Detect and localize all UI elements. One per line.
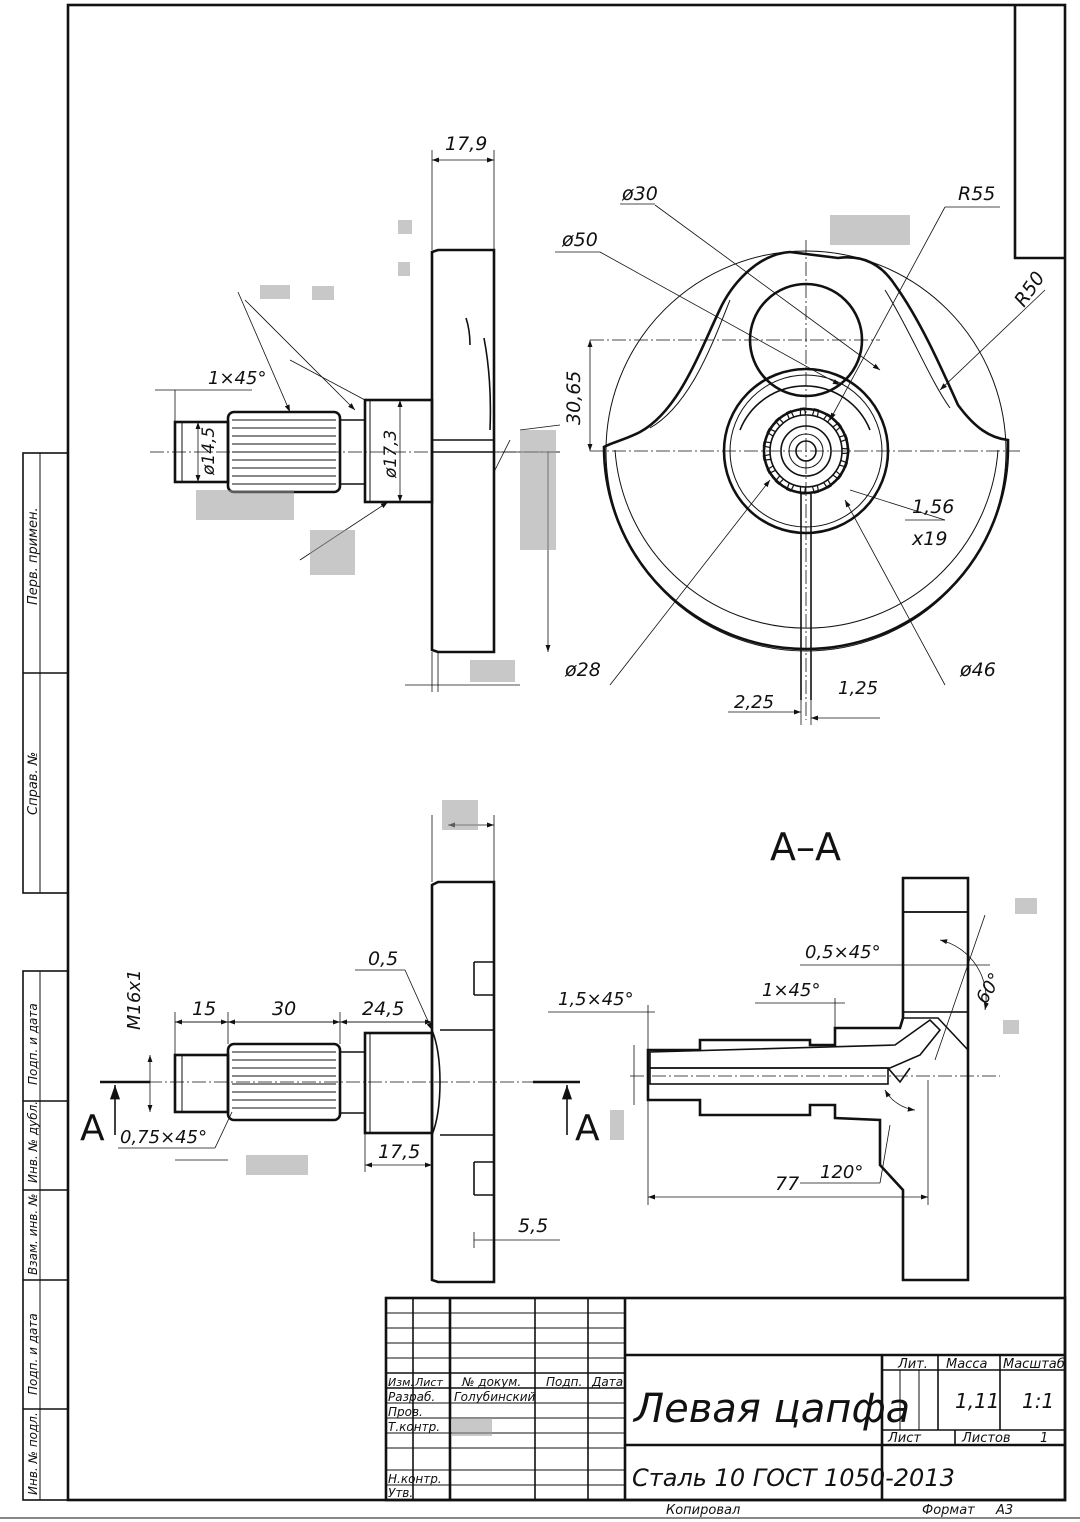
top-side-view: 17,9 1×45° ø14,5 ø17,3 — [150, 133, 561, 692]
col-list: Лист — [414, 1376, 443, 1389]
scale-value: 1:1 — [1022, 1389, 1054, 1413]
name-razrab: Голубинский — [454, 1390, 535, 1404]
dim-d-neck: ø17,3 — [381, 430, 401, 479]
dim-l175: 17,5 — [378, 1141, 420, 1163]
dim-l245: 24,5 — [362, 998, 404, 1020]
dim-chamfer-15: 1,5×45° — [558, 989, 634, 1010]
strip-label-podp1: Подп. и дата — [26, 1003, 40, 1085]
section-title: А–А — [770, 825, 841, 869]
spline-teeth — [762, 407, 850, 495]
header-lit: Лит. — [897, 1357, 928, 1372]
format-value: А3 — [995, 1503, 1013, 1518]
role-razrab: Разраб. — [388, 1390, 435, 1404]
drawing-material: Сталь 10 ГОСТ 1050-2013 — [632, 1464, 955, 1492]
spline-tooth — [774, 475, 784, 485]
drawing-title: Левая цапфа — [632, 1386, 910, 1432]
dim-offset: 30,65 — [563, 371, 585, 425]
side-strip: Перв. примен. Справ. № Подп. и дата Инв.… — [22, 452, 69, 1501]
header-mass: Масса — [946, 1357, 987, 1372]
spline-tooth — [762, 441, 772, 449]
role-nkontr: Н.контр. — [388, 1472, 442, 1486]
dim-gap: 0,5 — [368, 948, 398, 970]
dim-d-spline: ø14,5 — [199, 427, 219, 476]
sheets-count: 1 — [1040, 1431, 1048, 1446]
section-mark-left: А — [80, 1108, 105, 1149]
dim-width-disc: 17,9 — [445, 133, 487, 155]
format-label: Формат — [922, 1503, 975, 1518]
strip-label-vzam: Взам. инв. № — [26, 1194, 40, 1275]
dim-d46: ø46 — [959, 659, 996, 681]
dim-chamfer-lower: 0,75×45° — [120, 1127, 207, 1148]
dim-thread: M16x1 — [124, 969, 145, 1030]
col-podp: Подп. — [546, 1375, 582, 1389]
dim-teeth: x19 — [911, 528, 947, 550]
spline-tooth — [811, 408, 820, 417]
spline-tooth — [832, 470, 843, 480]
dim-r50: R50 — [1010, 268, 1049, 311]
section-mark-right: А — [575, 1108, 600, 1149]
spline-tooth — [811, 485, 820, 494]
spline-tooth — [838, 459, 849, 468]
dim-angle120: 120° — [820, 1162, 863, 1183]
role-tkontr: Т.контр. — [388, 1420, 440, 1434]
dim-l30: 30 — [272, 998, 296, 1020]
spline-tooth — [762, 453, 772, 461]
strip-label-podp2: Подп. и дата — [26, 1313, 40, 1395]
role-utv: Утв. — [388, 1486, 413, 1500]
col-doc: № докум. — [461, 1375, 521, 1389]
copied-label: Копировал — [666, 1503, 740, 1518]
strip-label-perv: Перв. примен. — [26, 507, 41, 605]
header-scale: Масштаб — [1003, 1357, 1065, 1372]
dim-tooth: 1,56 — [912, 496, 954, 518]
dim-w1: 2,25 — [734, 692, 774, 713]
sheets-label: Листов — [961, 1431, 1011, 1446]
sheet-label: Лист — [887, 1431, 921, 1446]
mass-value: 1,11 — [955, 1389, 1000, 1413]
spline-tooth — [823, 479, 833, 489]
spline-tooth — [786, 410, 795, 420]
strip-label-inv-podl: Инв. № подл. — [26, 1412, 40, 1495]
drawing-frame — [0, 3, 1080, 1519]
dim-angle60: 60° — [972, 969, 1006, 1007]
dim-d50: ø50 — [561, 229, 598, 251]
role-prov: Пров. — [388, 1405, 423, 1419]
dim-chamfer-top: 1×45° — [208, 368, 266, 389]
lower-side-view: А А 15 30 24,5 0,5 M16x1 0,75×45° 17,5 5… — [80, 800, 624, 1284]
strip-label-inv-dubl: Инв. № дубл. — [26, 1101, 40, 1183]
spline-tooth — [832, 422, 843, 432]
section-view: А–А 1,5×45° 1×45° 0,5×45° 60° 120° 77 — [548, 825, 1037, 1282]
front-view: ø30 ø50 R55 R50 30,65 1,56 x19 ø28 ø46 2… — [555, 183, 1050, 725]
spline-tooth — [786, 482, 795, 492]
spline-tooth — [774, 417, 784, 427]
strip-label-sprav: Справ. № — [26, 752, 41, 815]
spline-tooth — [838, 434, 849, 443]
spline-tooth — [823, 413, 833, 423]
col-izm: Изм. — [388, 1376, 414, 1389]
dim-w2: 1,25 — [838, 678, 878, 699]
dim-chamfer-05: 0,5×45° — [805, 942, 881, 963]
spline-tooth — [799, 407, 807, 416]
spline-tooth — [766, 465, 776, 475]
dim-r55: R55 — [958, 183, 995, 205]
dim-chamfer-1: 1×45° — [762, 980, 820, 1001]
spline-tooth — [766, 427, 776, 437]
dim-l15: 15 — [192, 998, 216, 1020]
col-date: Дата — [591, 1375, 623, 1389]
spline-tooth — [799, 486, 807, 495]
dim-d30: ø30 — [621, 183, 658, 205]
dim-l77: 77 — [775, 1173, 799, 1195]
spline-tooth — [841, 447, 850, 455]
dim-l55: 5,5 — [518, 1215, 548, 1237]
title-block: Изм. Лист № докум. Подп. Дата Разраб. Го… — [384, 1296, 1067, 1518]
dim-d28: ø28 — [564, 659, 601, 681]
